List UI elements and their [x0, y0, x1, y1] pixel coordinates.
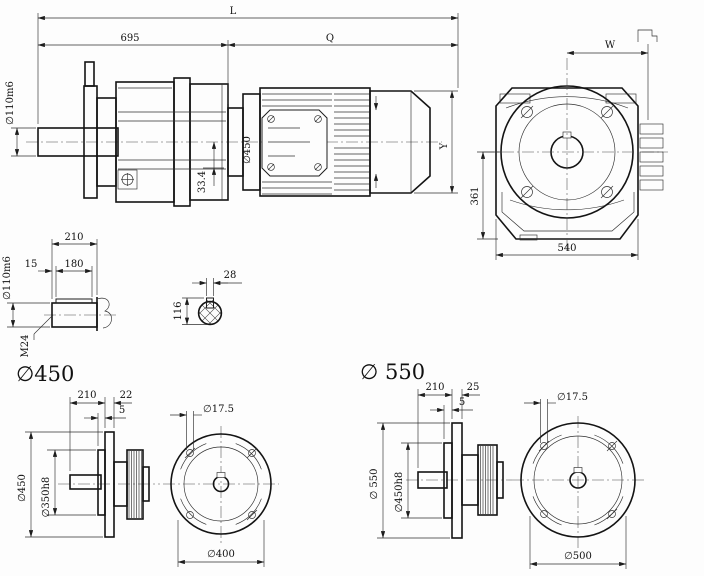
- dim-L: L: [230, 6, 237, 17]
- dim-Y: Y: [439, 142, 450, 150]
- hatching: [198, 298, 222, 325]
- dim-550-outer: ∅ 550: [369, 469, 380, 500]
- dim-shaft-210: 210: [64, 232, 83, 243]
- dim-shaft-detail-dia: ∅110m6: [2, 256, 13, 300]
- flange-450-title: ∅450: [16, 362, 74, 386]
- dim-450-5: 5: [119, 405, 125, 416]
- dim-450-outer: ∅450: [17, 474, 28, 502]
- dim-695: 695: [120, 33, 139, 44]
- terminal-plate: [261, 109, 328, 177]
- motor-fins: [262, 93, 370, 195]
- main-side-view: 33.4 ∅450: [5, 6, 459, 207]
- dim-116: 116: [173, 301, 184, 320]
- dim-450-hole: ∅17.5: [203, 404, 234, 415]
- key-cross-section: 28 116: [173, 270, 242, 326]
- dim-Q: Q: [326, 33, 334, 44]
- dim-shaft-dia: ∅110m6: [5, 81, 16, 125]
- shaft-detail-view: M24 ∅110m6 210 15 180: [2, 232, 118, 357]
- dim-540: 540: [557, 243, 576, 254]
- gear-teeth: [128, 451, 142, 518]
- dim-550-hole: ∅17.5: [557, 392, 588, 403]
- dim-15: 15: [25, 259, 38, 270]
- dim-450-bolt-circle: ∅400: [207, 549, 235, 560]
- flange-450-face-view: ∅17.5 ∅400: [163, 404, 279, 567]
- dim-550-5: 5: [459, 397, 465, 408]
- dim-450-22: 22: [120, 390, 133, 401]
- dim-550-spigot-dia: ∅450h8: [394, 472, 405, 513]
- dim-550-25: 25: [467, 382, 480, 393]
- end-view-bolt-holes: [520, 105, 614, 199]
- dim-550-210: 210: [425, 382, 444, 393]
- dim-28: 28: [224, 270, 237, 281]
- dim-450-spigot-dia: ∅350h8: [41, 477, 52, 518]
- dim-motor-flange: ∅450: [242, 136, 253, 164]
- gear-teeth: [480, 446, 494, 514]
- flange-550-bolt-holes: [538, 440, 618, 520]
- dim-450-210: 210: [77, 390, 96, 401]
- terminal-box-fins: [639, 123, 664, 191]
- dim-361: 361: [470, 186, 481, 205]
- thread-M24: M24: [20, 335, 31, 358]
- flange-550-side-view: ∅ 550 ∅450h8 210 25 5: [369, 382, 512, 539]
- flange-550-title: ∅ 550: [360, 360, 425, 384]
- dim-W: W: [605, 40, 616, 51]
- dim-180: 180: [64, 259, 83, 270]
- end-view: W 361 540: [470, 29, 668, 260]
- dim-550-bolt-circle: ∅500: [564, 551, 592, 562]
- dim-33-4: 33.4: [197, 171, 208, 193]
- flange-450-side-view: ∅450 ∅350h8 210 22 5: [17, 390, 160, 538]
- flange-550-face-view: ∅17.5 ∅500: [512, 392, 646, 569]
